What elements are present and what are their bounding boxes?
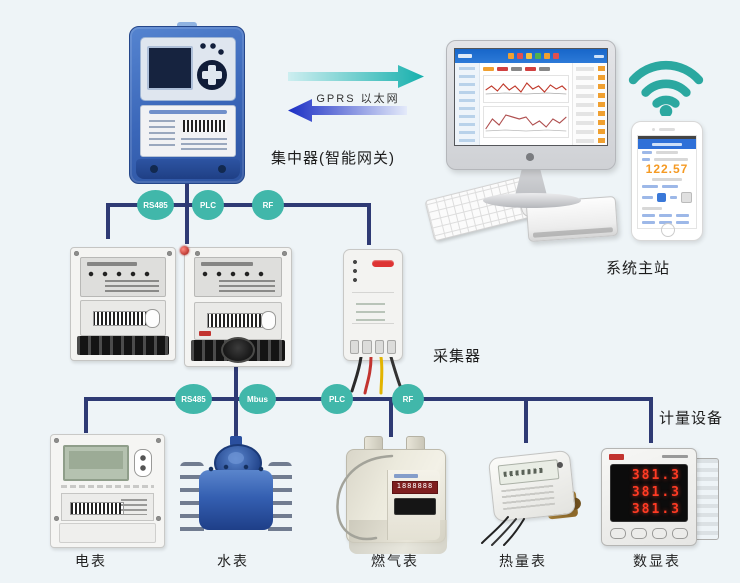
server-label: 系统主站 <box>606 260 671 277</box>
collector-wires <box>350 357 404 395</box>
concentrator-lcd <box>147 46 193 90</box>
collector-label: 采集器 <box>433 348 482 365</box>
device-label-panel: 数显表 <box>633 553 681 569</box>
electric-meter-device <box>50 434 165 548</box>
bus1-node-rf: RF <box>252 190 284 220</box>
brand-mark <box>609 454 624 460</box>
line-chart-1 <box>483 75 569 103</box>
barcode <box>93 311 151 326</box>
bus1-node-plc: PLC <box>192 190 224 220</box>
concentrator-keypad <box>197 60 227 90</box>
concentrator-nameplate <box>140 105 236 157</box>
meter-lcd <box>497 459 560 486</box>
keyboard <box>424 176 532 242</box>
barcode <box>70 502 124 515</box>
terminal-strip <box>191 337 285 363</box>
barcode <box>183 120 227 132</box>
apple-logo-icon <box>526 153 534 161</box>
wifi-icon <box>628 60 704 116</box>
phone-app-header <box>638 139 696 149</box>
bus2-drop-gas <box>389 397 393 437</box>
bus2-node-rf: RF <box>392 384 424 414</box>
phone-camera <box>652 128 655 131</box>
phone-reading-value: 122.57 <box>645 162 689 176</box>
bus2-drop-panel <box>649 397 653 443</box>
bus1-node-rs485: RS485 <box>137 190 174 220</box>
bus2-drop-emeter <box>84 397 88 433</box>
bus2-node-plc: PLC <box>321 384 353 414</box>
device-label-gas: 燃气表 <box>371 553 419 569</box>
phone-gray-button <box>681 192 693 203</box>
collector-device-1 <box>70 247 176 361</box>
link-arrows <box>288 65 424 122</box>
desktop-monitor <box>446 40 616 170</box>
software-right-panel <box>572 63 607 145</box>
phone-blue-button <box>657 193 666 202</box>
line-chart-2 <box>483 106 569 138</box>
link-label: GPRS 以太网 <box>316 93 400 105</box>
round-dial <box>221 337 255 363</box>
barcode <box>207 313 265 328</box>
metering-label: 计量设备 <box>659 410 724 427</box>
device-label-water: 水表 <box>217 553 249 569</box>
red-button <box>372 260 394 267</box>
phone-home-button <box>661 223 675 237</box>
software-sidebar <box>455 63 480 145</box>
arrow-left-icon <box>288 99 407 122</box>
water-meter-device <box>180 436 292 542</box>
bus1-horizontal-line <box>106 203 371 207</box>
arrow-right-icon <box>288 65 424 88</box>
gas-meter-wire <box>336 454 394 541</box>
monitoring-software-screen <box>454 48 608 146</box>
software-titlebar <box>455 49 607 63</box>
gas-meter-device: 1888888 <box>344 436 447 554</box>
digital-panel-meter-device: 381.3 381.3 381.3 <box>601 446 719 548</box>
bus2-node-rs485: RS485 <box>175 384 212 414</box>
bus1-drop-right <box>367 203 371 245</box>
bus2-node-mbus: Mbus <box>239 384 276 414</box>
concentrator-device <box>129 22 245 184</box>
collector-device-2 <box>180 246 292 367</box>
meter-lcd <box>63 445 129 481</box>
bus2-drop-heat <box>524 397 528 443</box>
gas-counter: 1888888 <box>392 481 438 494</box>
device-label-electric: 电表 <box>75 553 107 569</box>
bus1-drop-left <box>106 203 110 239</box>
smartphone: 122.57 <box>631 121 703 241</box>
concentrator-label: 集中器(智能网关) <box>271 150 395 167</box>
seven-segment-display: 381.3 381.3 381.3 <box>610 464 688 522</box>
terminal-strip <box>77 336 169 355</box>
device-label-heat: 热量表 <box>499 553 547 569</box>
phone-speaker <box>659 128 675 131</box>
heat-meter-wires <box>481 516 525 546</box>
monitor-base <box>483 193 581 208</box>
bus2-horizontal-line <box>84 397 653 401</box>
bus2-riser-collector <box>234 367 238 443</box>
phone-app-screen: 122.57 <box>637 135 697 229</box>
collector-device-3 <box>343 249 403 361</box>
bus1-drop-center <box>185 184 189 244</box>
red-led-icon <box>180 246 189 255</box>
